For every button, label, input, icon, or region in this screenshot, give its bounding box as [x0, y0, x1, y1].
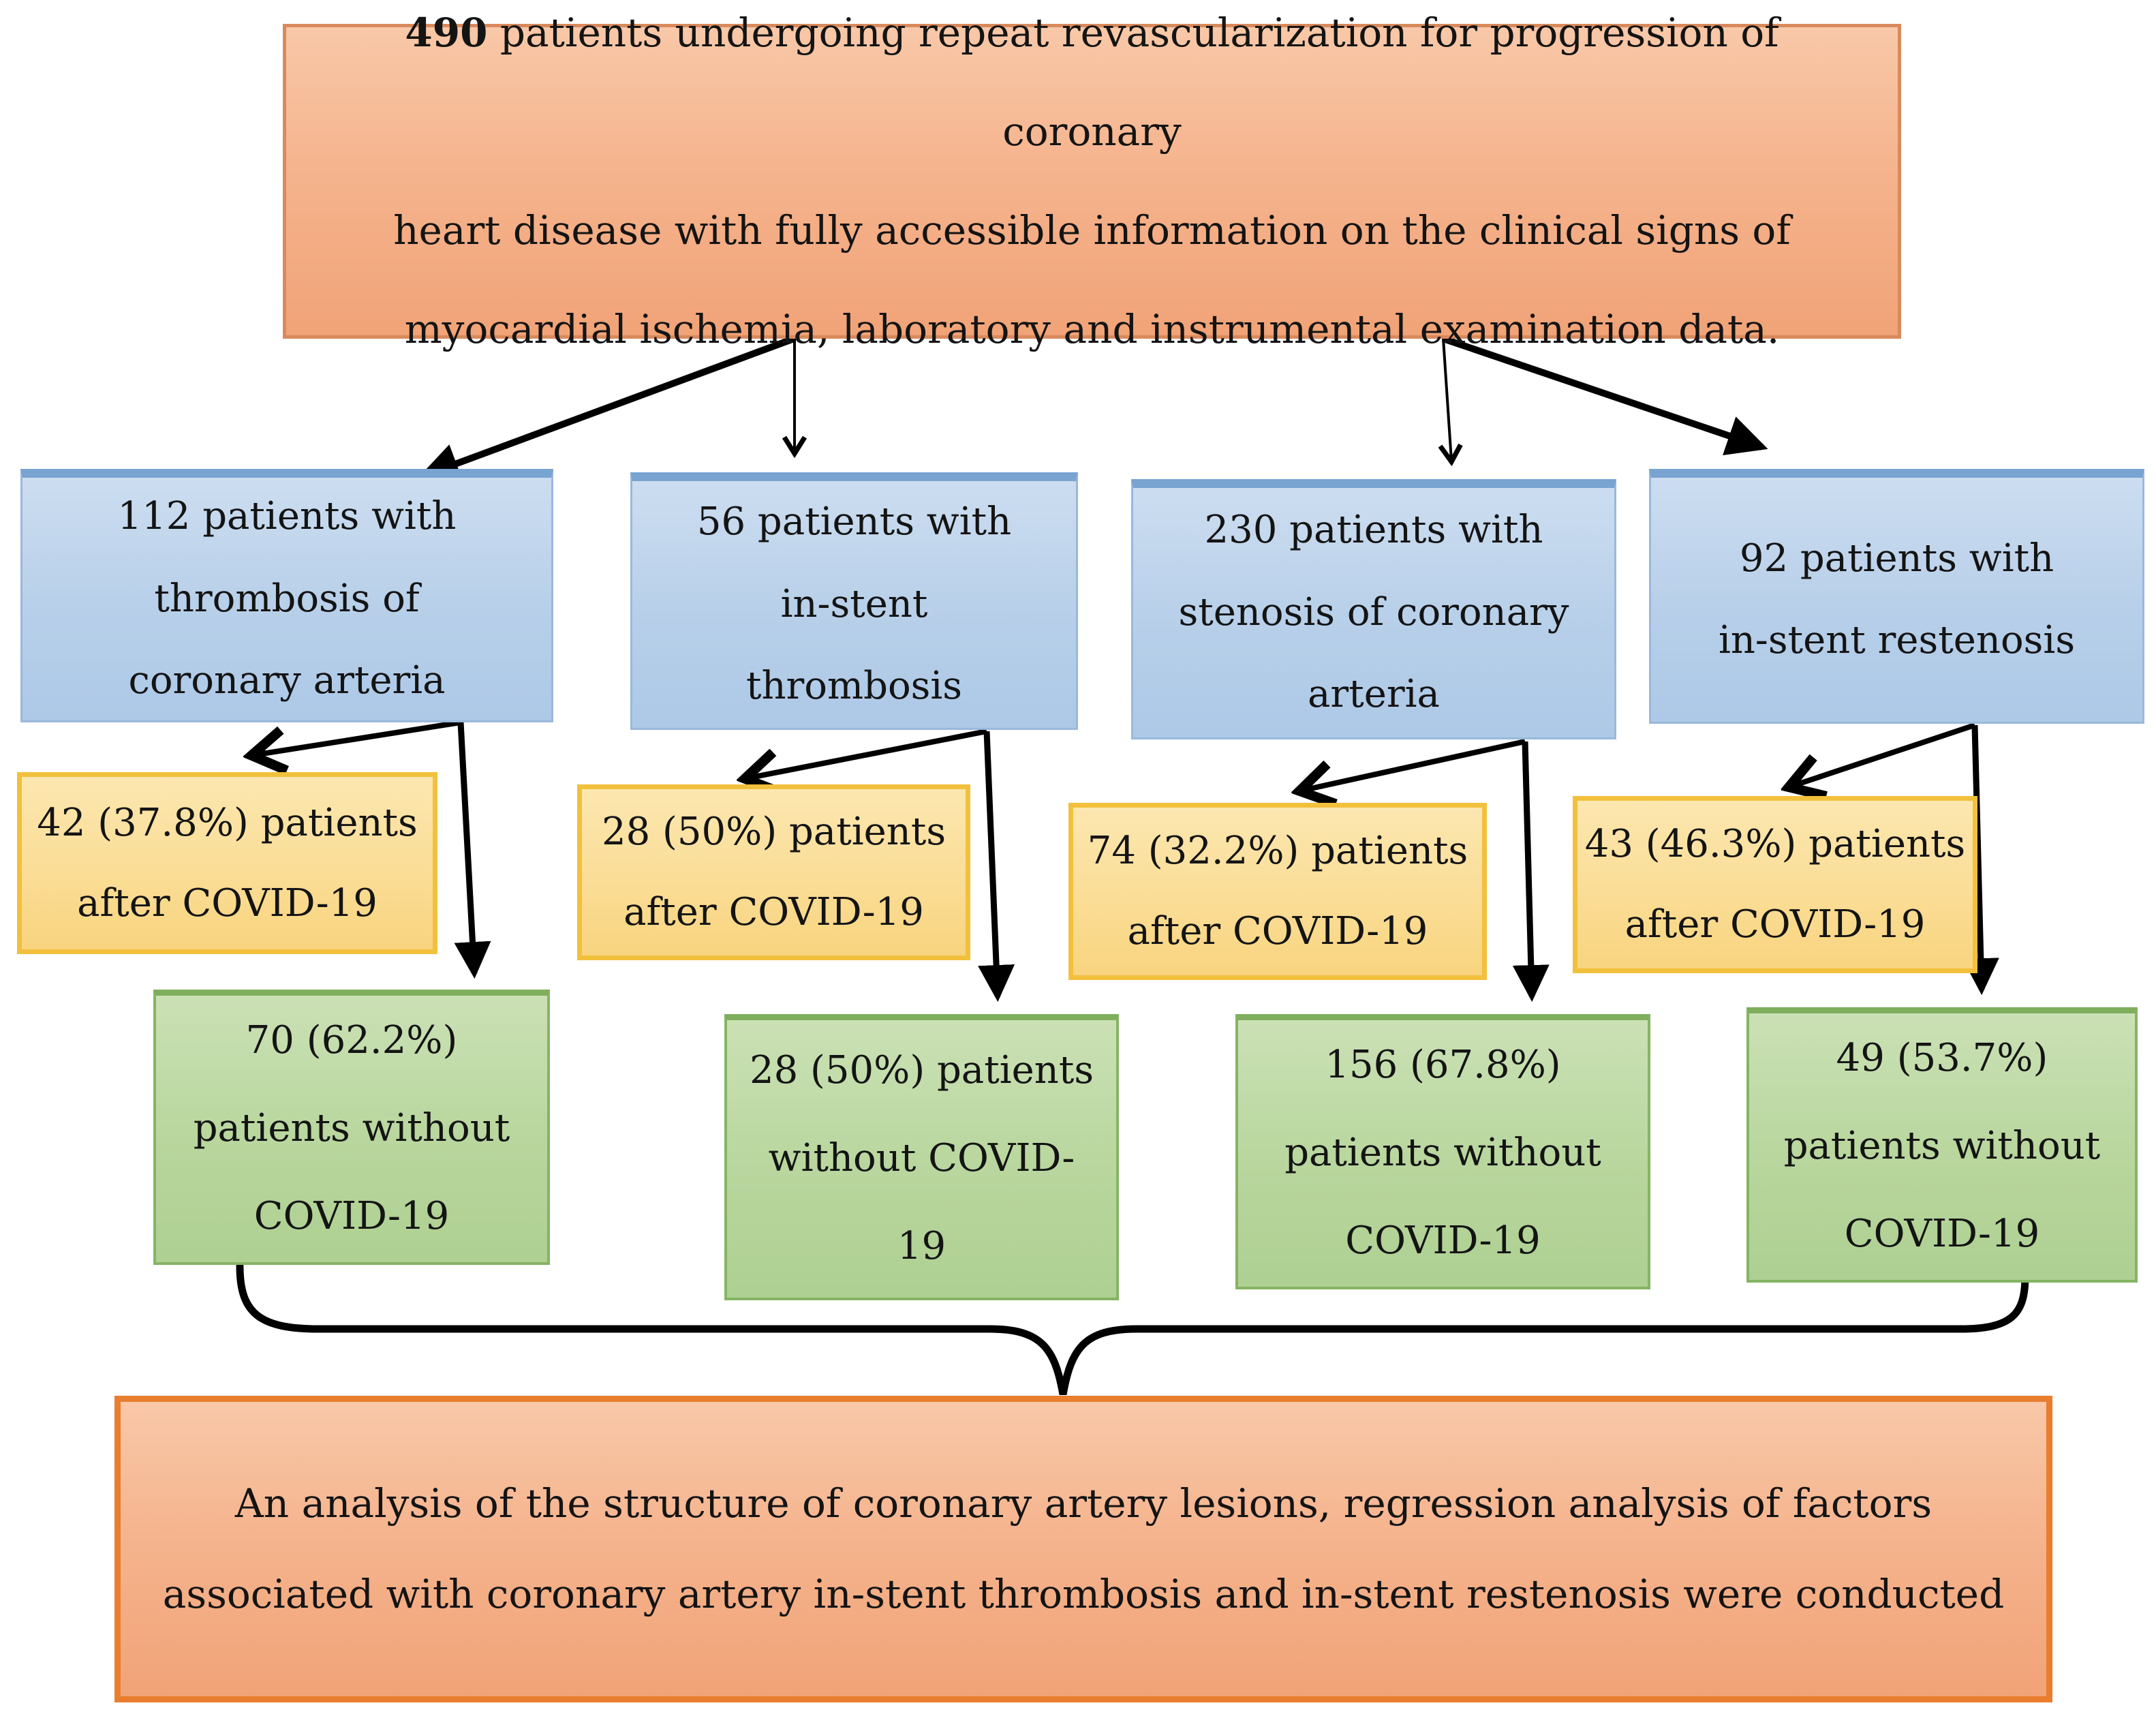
arrow-b3-to-y3 [1302, 739, 1526, 791]
arrow-b2-to-y2 [747, 729, 987, 778]
arrow-b1-to-g1 [454, 722, 491, 979]
node-g4-without-covid: 49 (53.7%) patients without COVID-19 [1746, 1007, 2138, 1283]
node-source-text: 490 patients undergoing repeat revascula… [393, 10, 1791, 352]
node-thrombosis-coronary: 112 patients with thrombosis of coronary… [20, 469, 553, 722]
node-y1-after-covid: 42 (37.8%) patients after COVID-19 [17, 772, 437, 954]
arrow-b1-to-y1 [253, 720, 461, 755]
node-stenosis-coronary: 230 patients with stenosis of coronary a… [1131, 479, 1616, 739]
patient-count-490: 490 [405, 10, 488, 56]
node-source-population: 490 patients undergoing repeat revascula… [283, 10, 1901, 352]
arrow-b4-to-y4 [1791, 722, 1976, 786]
node-g1-without-covid: 70 (62.2%) patients without COVID-19 [153, 990, 550, 1265]
node-instent-restenosis: 92 patients with in-stent restenosis [1649, 469, 2144, 724]
node-instent-thrombosis: 56 patients with in-stent thrombosis [630, 472, 1078, 730]
node-y2-after-covid: 28 (50%) patients after COVID-19 [577, 784, 970, 960]
node-g2-without-covid: 28 (50%) patients without COVID- 19 [724, 1014, 1119, 1300]
node-y3-after-covid: 74 (32.2%) patients after COVID-19 [1068, 803, 1487, 980]
node-g3-without-covid: 156 (67.8%) patients without COVID-19 [1235, 1014, 1650, 1289]
arrow-b2-to-g2 [978, 731, 1015, 1003]
node-analysis-result: An analysis of the structure of coronary… [114, 1396, 2052, 1702]
node-y4-after-covid: 43 (46.3%) patients after COVID-19 [1573, 796, 1977, 973]
arrow-b3-to-g3 [1512, 741, 1550, 1003]
brace-green-to-bottom [236, 1262, 2029, 1395]
